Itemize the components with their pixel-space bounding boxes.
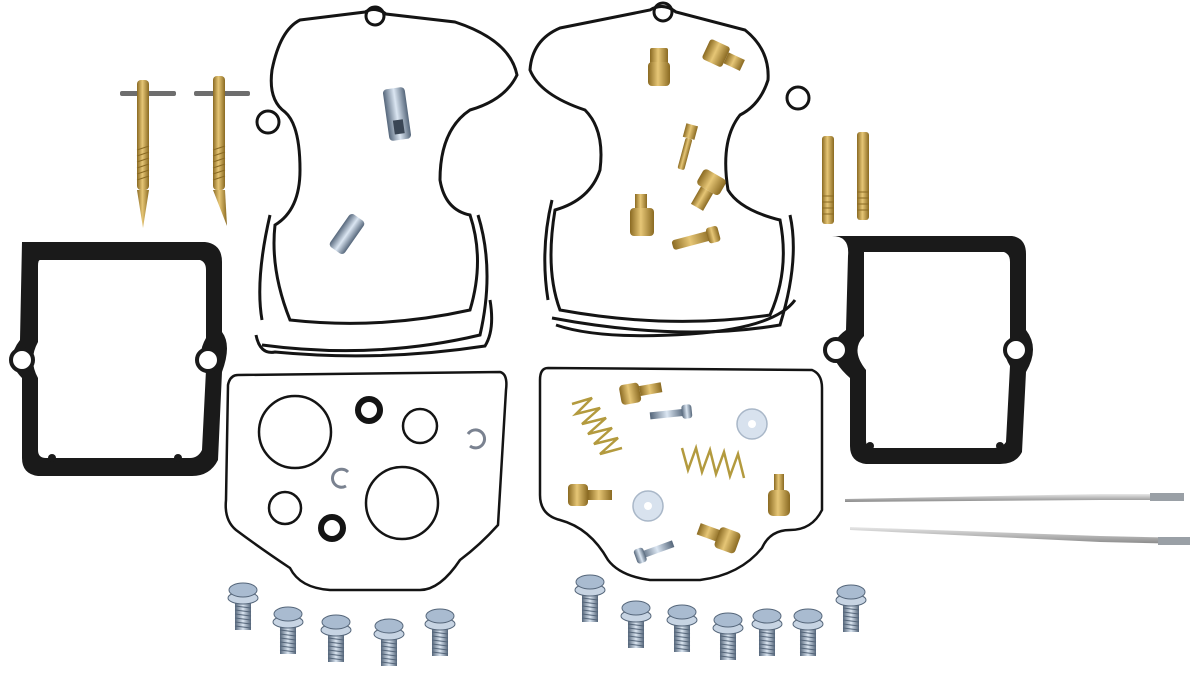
brass-screw-1 — [619, 382, 663, 405]
pan-head-screw-12 — [835, 584, 867, 632]
jet-1 — [648, 48, 670, 86]
steel-screw-1 — [649, 404, 693, 420]
pan-head-screw-3 — [320, 614, 352, 662]
e-clip-2 — [330, 467, 350, 489]
pan-head-screw-4 — [373, 618, 405, 666]
pan-head-screw-1 — [227, 582, 259, 630]
pan-head-screw-8 — [666, 604, 698, 652]
o-ring-small-1 — [355, 396, 383, 424]
pan-head-screw-11 — [792, 608, 824, 656]
jet-needle-2 — [850, 527, 1190, 545]
jet-5 — [630, 194, 654, 236]
o-ring-large-2 — [364, 465, 440, 541]
lower-gasket-right — [538, 366, 824, 582]
pan-head-screw-7 — [620, 600, 652, 648]
jet-4 — [690, 169, 726, 211]
jet-3 — [677, 123, 699, 170]
pan-head-screw-9 — [712, 612, 744, 660]
pilot-jet-right-1 — [822, 136, 834, 224]
brass-screw-2 — [568, 484, 612, 506]
o-ring-small-2 — [318, 514, 346, 542]
mixture-screw-left-1 — [120, 80, 176, 228]
o-ring-medium-1 — [401, 407, 439, 445]
spring-2 — [680, 443, 746, 481]
jet-2 — [702, 39, 745, 71]
flange-gasket-right — [823, 236, 1033, 464]
flange-gasket-left — [9, 242, 228, 476]
pilot-jet-right-2 — [857, 132, 869, 220]
spring-1 — [571, 396, 623, 456]
float-needle-valve-2 — [329, 214, 365, 254]
jet-6 — [671, 226, 721, 250]
bowl-gasket-left — [254, 5, 519, 358]
washer-2 — [632, 490, 664, 522]
mixture-screw-left-2 — [194, 76, 250, 226]
lower-gasket-left — [224, 370, 508, 592]
steel-screw-2 — [633, 540, 675, 564]
washer-1 — [736, 408, 768, 440]
pan-head-screw-6 — [574, 574, 606, 622]
bowl-gasket-right — [528, 1, 811, 338]
o-ring-large-1 — [257, 394, 333, 470]
o-ring-medium-2 — [267, 490, 303, 526]
pan-head-screw-10 — [751, 608, 783, 656]
float-needle-valve-1 — [383, 87, 411, 141]
brass-screw-4 — [696, 523, 741, 554]
brass-screw-3 — [768, 474, 790, 516]
e-clip-1 — [466, 428, 486, 450]
jet-needle-1 — [845, 493, 1184, 502]
pan-head-screw-2 — [272, 606, 304, 654]
pan-head-screw-5 — [424, 608, 456, 656]
